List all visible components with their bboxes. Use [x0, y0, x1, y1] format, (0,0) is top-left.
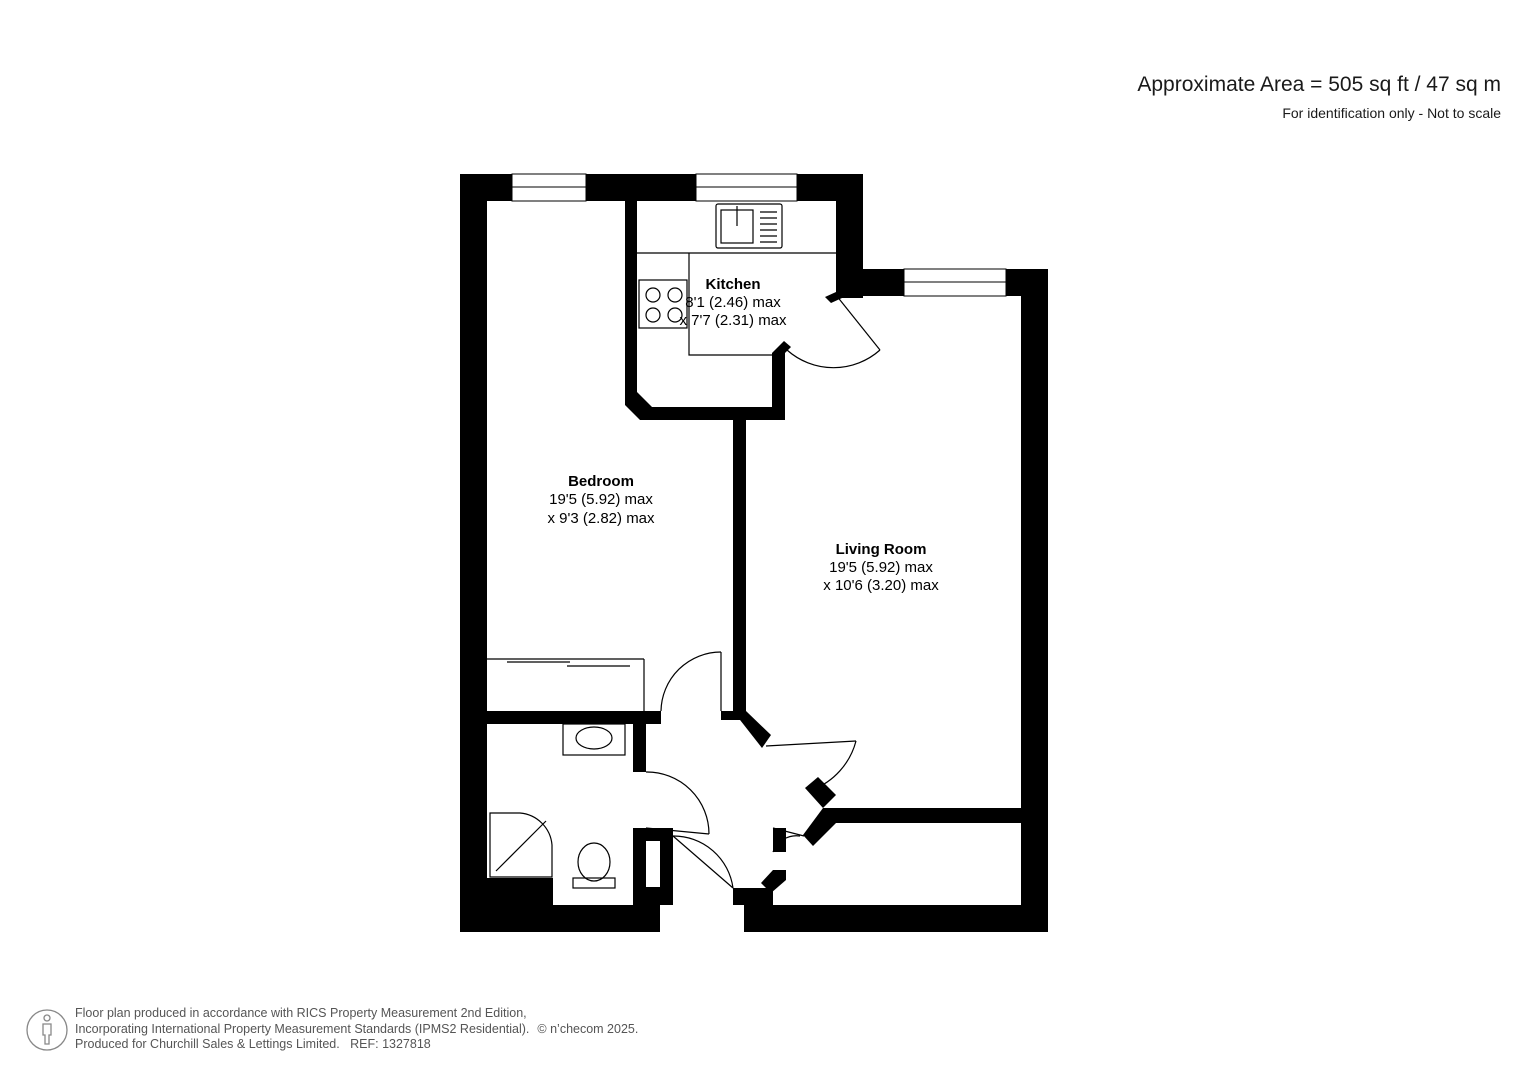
living-room-dim1: 19'5 (5.92) max: [829, 559, 933, 576]
room-label-kitchen: Kitchen 8'1 (2.46) max x 7'7 (2.31) max: [679, 276, 787, 329]
approximate-area: Approximate Area = 505 sq ft / 47 sq m: [1137, 73, 1501, 96]
bedroom-name: Bedroom: [568, 473, 634, 490]
door-swings: [645, 294, 881, 889]
room-label-bedroom: Bedroom 19'5 (5.92) max x 9'3 (2.82) max: [547, 473, 655, 527]
footer-copyright: © n’checom 2025.: [537, 1021, 639, 1036]
kitchen-name: Kitchen: [705, 276, 760, 293]
footer-line1: Floor plan produced in accordance with R…: [75, 1006, 527, 1020]
kitchen-dim2: x 7'7 (2.31) max: [679, 312, 787, 329]
bedroom-dim2: x 9'3 (2.82) max: [547, 510, 655, 527]
footer-line3: Produced for Churchill Sales & Lettings …: [75, 1037, 431, 1051]
bedroom-dim1: 19'5 (5.92) max: [549, 491, 653, 508]
kitchen-dim1: 8'1 (2.46) max: [685, 294, 781, 311]
footer-line2: Incorporating International Property Mea…: [75, 1021, 530, 1036]
person-icon: [26, 1009, 68, 1051]
walls: [460, 174, 1048, 932]
living-room-dim2: x 10'6 (3.20) max: [823, 577, 939, 594]
scale-note: For identification only - Not to scale: [1282, 105, 1501, 121]
footer: Floor plan produced in accordance with R…: [75, 1006, 638, 1053]
room-label-living: Living Room 19'5 (5.92) max x 10'6 (3.20…: [823, 541, 939, 594]
windows: [511, 173, 1007, 297]
living-room-name: Living Room: [836, 541, 927, 558]
fixtures: [487, 203, 836, 889]
